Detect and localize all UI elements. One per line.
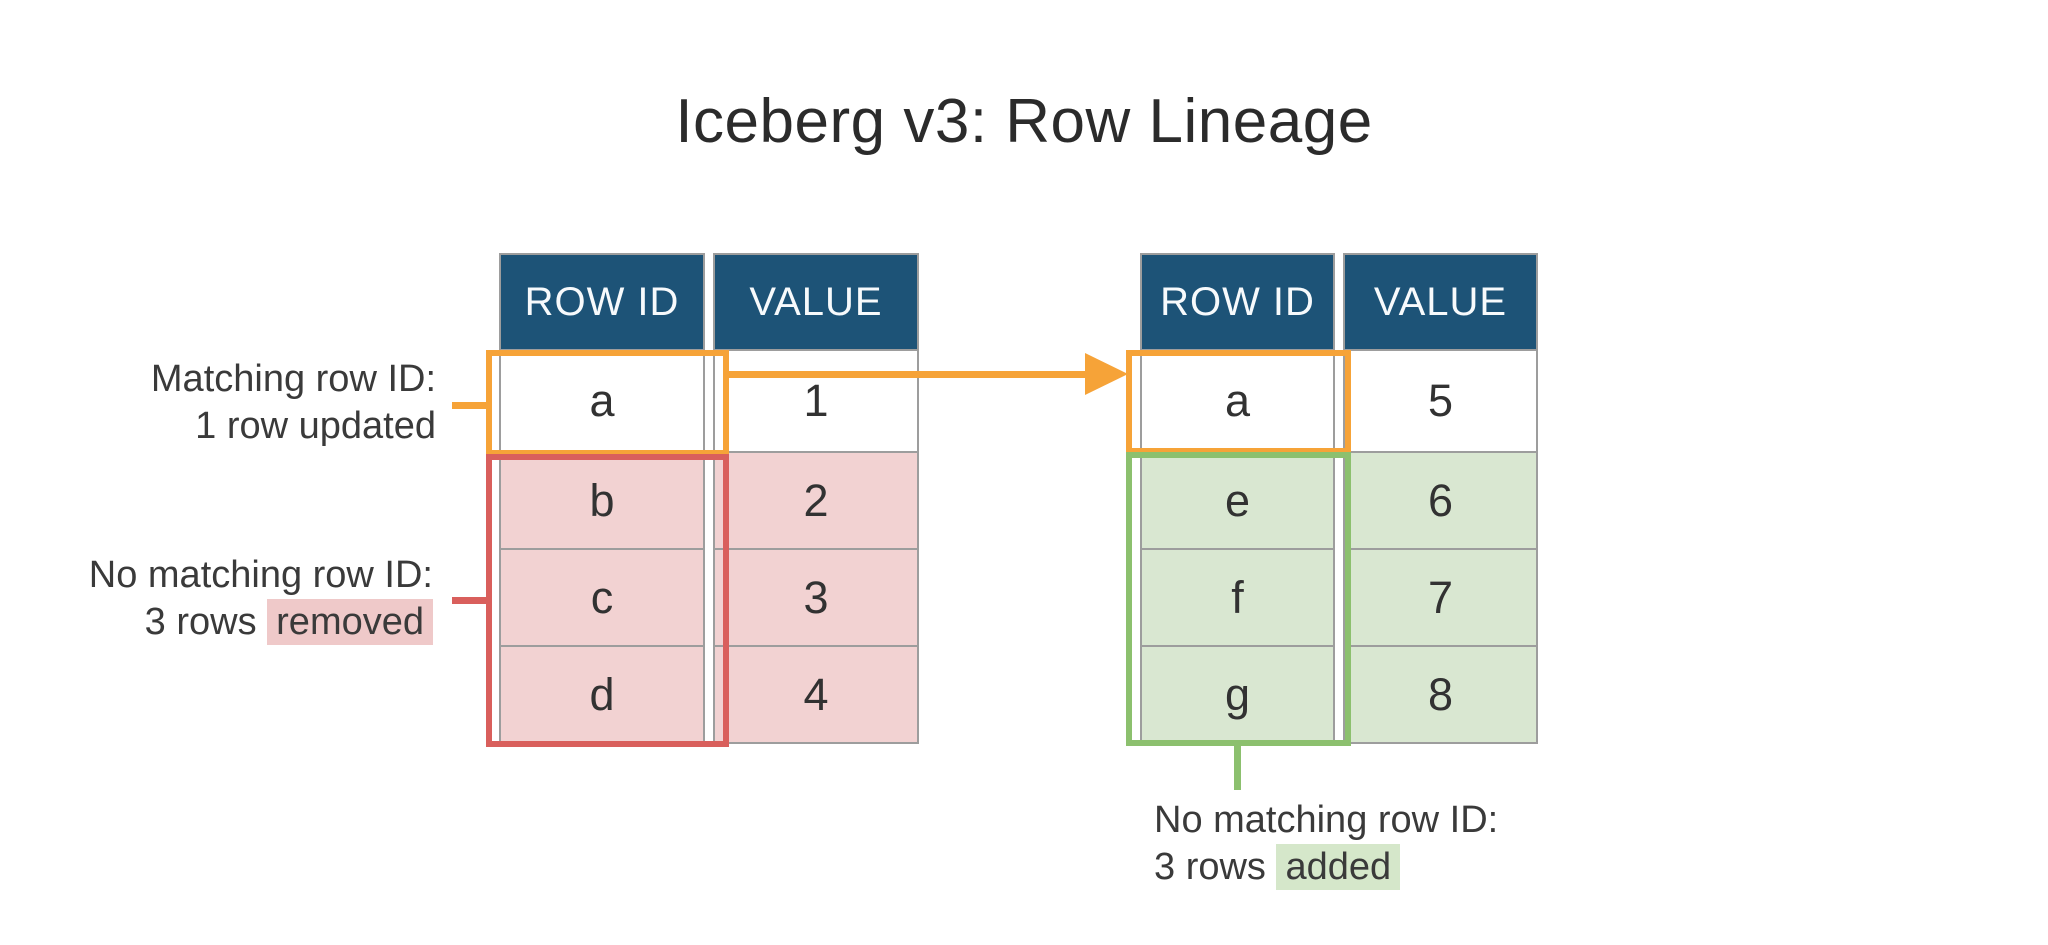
added-highlight: added	[1276, 844, 1401, 890]
source-value-cell-4: 4	[713, 645, 919, 744]
removed-annotation-line2: 3 rows removed	[89, 599, 433, 646]
matched-annotation: Matching row ID: 1 row updated	[151, 356, 436, 450]
update-arrow	[729, 371, 1089, 378]
matched-connector-line	[452, 402, 486, 409]
removed-highlight: removed	[267, 599, 433, 645]
source-value-cell-1: 1	[713, 349, 919, 453]
target-value-column: VALUE 5 6 7 8	[1343, 253, 1538, 744]
source-rowid-cell-a: a	[499, 349, 705, 453]
target-value-cell-7: 7	[1343, 548, 1538, 647]
source-rowid-header: ROW ID	[499, 253, 705, 351]
update-arrow-head-icon	[1085, 353, 1128, 395]
source-value-header: VALUE	[713, 253, 919, 351]
added-annotation: No matching row ID: 3 rows added	[1154, 797, 1498, 891]
target-value-cell-8: 8	[1343, 645, 1538, 744]
target-rowid-header: ROW ID	[1140, 253, 1335, 351]
source-rowid-column: ROW ID a b c d	[499, 253, 705, 744]
target-rowid-cell-a: a	[1140, 349, 1335, 453]
source-rowid-cell-b: b	[499, 451, 705, 550]
target-value-cell-5: 5	[1343, 349, 1538, 453]
added-annotation-line2: 3 rows added	[1154, 844, 1498, 891]
matched-annotation-line1: Matching row ID:	[150, 358, 436, 400]
source-table: ROW ID a b c d VALUE 1 2 3 4	[499, 253, 919, 744]
target-rowid-cell-g: g	[1140, 645, 1335, 744]
source-value-cell-2: 2	[713, 451, 919, 550]
diagram-title: Iceberg v3: Row Lineage	[675, 87, 1373, 156]
target-value-cell-6: 6	[1343, 451, 1538, 550]
target-rowid-cell-f: f	[1140, 548, 1335, 647]
added-connector-line	[1234, 746, 1241, 790]
source-rowid-cell-c: c	[499, 548, 705, 647]
target-rowid-cell-e: e	[1140, 451, 1335, 550]
added-annotation-line1: No matching row ID:	[1154, 799, 1499, 841]
removed-connector-line	[452, 597, 486, 604]
source-value-cell-3: 3	[713, 548, 919, 647]
removed-annotation-line1: No matching row ID:	[88, 554, 433, 596]
removed-annotation-line2-prefix: 3 rows	[144, 601, 268, 643]
target-table: ROW ID a e f g VALUE 5 6 7 8	[1140, 253, 1538, 744]
source-rowid-cell-d: d	[499, 645, 705, 744]
target-rowid-column: ROW ID a e f g	[1140, 253, 1335, 744]
matched-annotation-line2: 1 row updated	[195, 405, 436, 447]
removed-annotation: No matching row ID: 3 rows removed	[89, 552, 433, 646]
added-annotation-line2-prefix: 3 rows	[1154, 846, 1277, 888]
target-value-header: VALUE	[1343, 253, 1538, 351]
source-value-column: VALUE 1 2 3 4	[713, 253, 919, 744]
